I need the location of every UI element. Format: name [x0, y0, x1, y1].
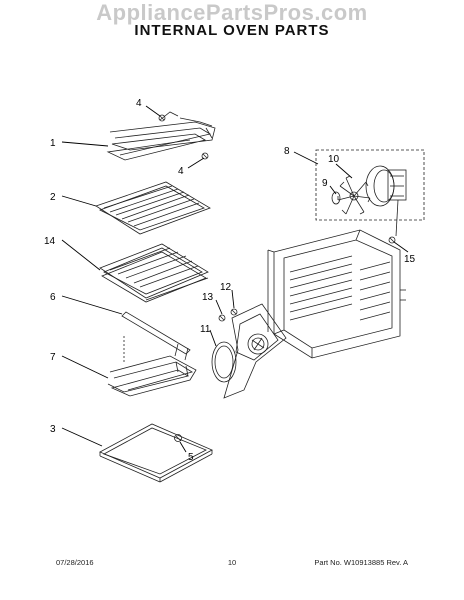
footer-page-number: 10 [227, 558, 237, 567]
callout-5: 5 [188, 452, 194, 463]
baffle-screw-right [230, 308, 238, 316]
page-title: INTERNAL OVEN PARTS [134, 22, 330, 39]
callout-1: 1 [50, 138, 56, 149]
callout-12: 12 [220, 282, 232, 293]
oven-cavity [267, 229, 406, 359]
callout-14: 14 [44, 236, 56, 247]
callout-15: 15 [404, 254, 416, 265]
watermark: AppliancePartsPros.com [96, 0, 368, 25]
footer-part-number: Part No. W10913885 Rev. A [314, 558, 408, 567]
convection-motor[interactable] [365, 165, 407, 237]
element-screw-right [201, 152, 209, 160]
footer-date: 07/28/2016 [56, 558, 94, 567]
baffle-screw [218, 314, 226, 322]
convection-baffle[interactable] [223, 303, 287, 399]
convection-assembly-box [315, 149, 425, 221]
callout-10: 10 [328, 154, 340, 165]
convection-fan-nut [331, 191, 341, 205]
callout-4-top: 4 [136, 98, 142, 109]
convection-fan-gasket[interactable] [211, 341, 237, 383]
element-screw-top [158, 114, 166, 122]
leader-lines [61, 105, 409, 453]
callout-11: 11 [200, 324, 211, 335]
callout-13: 13 [202, 292, 214, 303]
lower-trim-strip[interactable] [121, 311, 191, 355]
oven-bottom-cover[interactable] [99, 423, 213, 483]
callout-2: 2 [50, 192, 56, 203]
lower-heating-element[interactable] [107, 343, 197, 397]
upper-heating-element[interactable] [106, 111, 216, 161]
callout-3: 3 [50, 424, 56, 435]
rollout-oven-rack[interactable] [99, 243, 209, 303]
callout-4-bottom: 4 [178, 166, 184, 177]
callout-8: 8 [284, 146, 290, 157]
oven-rack[interactable] [95, 181, 211, 235]
callout-6: 6 [50, 292, 56, 303]
bottom-cover-screw [174, 434, 182, 442]
motor-screw [388, 236, 396, 244]
convection-fan-blade[interactable] [337, 175, 371, 215]
callout-9: 9 [322, 178, 328, 189]
callout-7: 7 [50, 352, 56, 363]
